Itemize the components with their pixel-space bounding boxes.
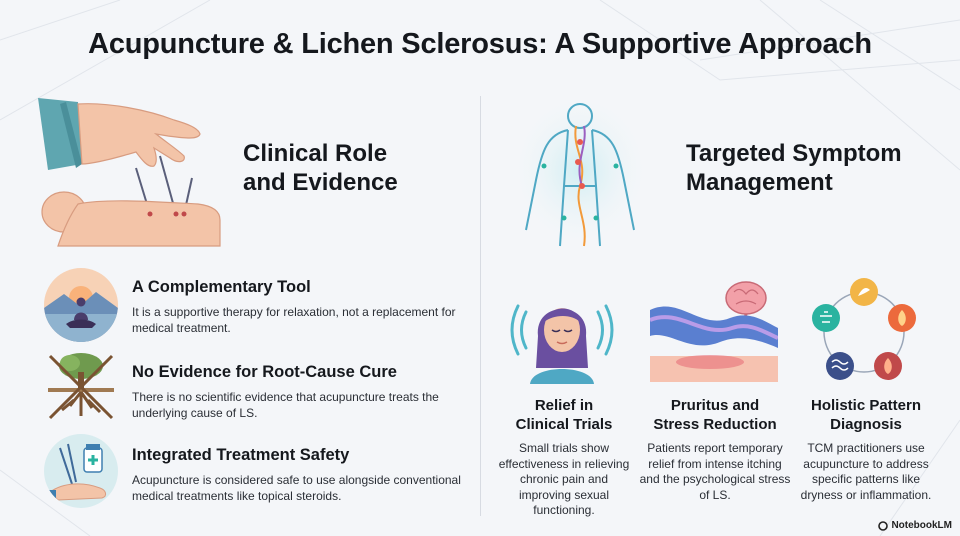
right-section-heading: Targeted Symptom Management [686, 140, 902, 196]
notebook-logo-icon [878, 520, 889, 531]
item-integrated-safety: Integrated Treatment Safety Acupuncture … [132, 446, 461, 503]
item-no-evidence: No Evidence for Root-Cause Cure There is… [132, 363, 439, 420]
body-meridian-icon [510, 92, 650, 248]
five-elements-icon [812, 278, 916, 380]
left-section-heading: Clinical Role and Evidence [243, 140, 398, 196]
item-complementary-tool: A Complementary Tool It is a supportive … [132, 278, 456, 335]
column-holistic-diagnosis: Holistic Pattern Diagnosis TCM practitio… [800, 397, 932, 502]
meditation-icon [44, 268, 118, 342]
acupuncture-hand-icon [38, 98, 221, 247]
brain-skin-wave-icon [650, 281, 778, 382]
section-divider [480, 96, 481, 516]
brand-watermark: NotebookLM [878, 520, 952, 531]
needles-and-medicine-icon [44, 434, 118, 508]
column-pruritus-stress: Pruritus and Stress Reduction Patients r… [639, 397, 791, 502]
crossed-root-icon [48, 353, 114, 420]
column-clinical-trials: Relief in Clinical Trials Small trials s… [498, 397, 630, 517]
relieved-woman-icon [510, 304, 614, 384]
page-title: Acupuncture & Lichen Sclerosus: A Suppor… [88, 28, 872, 60]
